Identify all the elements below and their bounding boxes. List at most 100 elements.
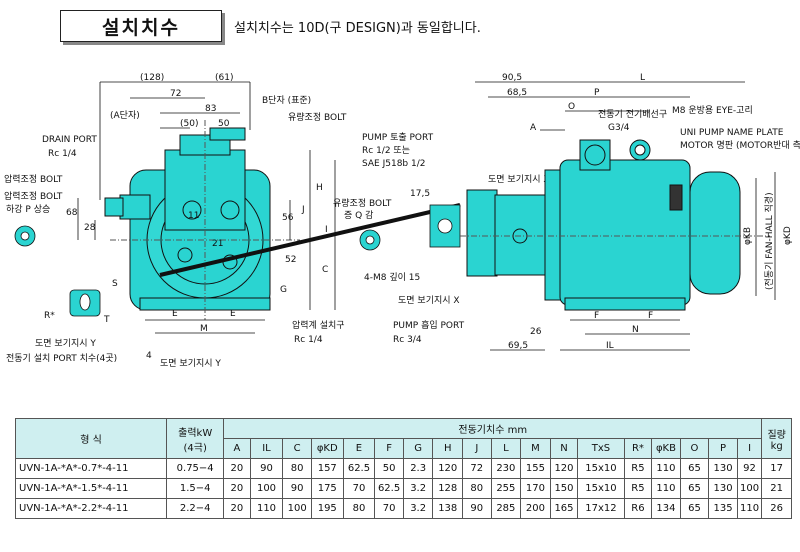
th-dims: 전동기치수 mm (223, 418, 763, 439)
dim-F1: F (594, 311, 599, 321)
th-col: φKB (651, 438, 681, 459)
th-col: G (402, 438, 434, 459)
front-view (104, 120, 300, 320)
dim-4: 4 (146, 351, 152, 361)
svg-text:DRAIN PORT: DRAIN PORT (42, 135, 97, 145)
svg-text:PUMP 흡입 PORT: PUMP 흡입 PORT (393, 319, 465, 331)
model-cell: UVN-1A-*A*-2.2*-4-11 (14, 498, 168, 519)
dim-68: 68 (66, 208, 78, 218)
dim-cell: 230 (490, 458, 522, 479)
dim-cell: 100 (282, 498, 312, 519)
dim-KD: φKD (783, 226, 793, 245)
dim-T: T (103, 315, 110, 325)
th-col: IL (249, 438, 284, 459)
dim-Rstar: R* (44, 311, 55, 321)
th-col: L (490, 438, 522, 459)
dim-cell: 100 (736, 478, 763, 499)
pressure-bolt-icon (14, 225, 36, 247)
dim-cell: 128 (432, 478, 464, 499)
dim-O: O (568, 102, 575, 112)
power-cell: 2.2−4 (166, 498, 225, 519)
dim-cell: 90 (282, 478, 312, 499)
svg-text:압력조정 BOLT: 압력조정 BOLT (4, 173, 63, 185)
dim-S: S (112, 279, 118, 289)
dim-cell: 110 (651, 458, 681, 479)
dim-cell: 20 (223, 458, 251, 479)
th-weight: 질량 kg (761, 418, 792, 459)
outlet-labels: PUMP 토출 PORT Rc 1/2 또는 SAE J518b 1/2 17,… (333, 132, 550, 345)
dim-cell: R6 (623, 498, 653, 519)
svg-text:M8 운방용 EYE-고리: M8 운방용 EYE-고리 (672, 105, 753, 116)
th-col: A (223, 438, 251, 459)
dim-cell: 165 (549, 498, 579, 519)
dim-I: I (325, 225, 328, 235)
svg-text:(A단자): (A단자) (110, 110, 140, 121)
th-col: I (736, 438, 763, 459)
dim-128: (128) (140, 73, 164, 83)
svg-text:압력조정 BOLT: 압력조정 BOLT (4, 190, 63, 202)
dim-cell: 3.2 (402, 498, 434, 519)
svg-text:G3/4: G3/4 (608, 123, 630, 133)
dim-cell: 285 (490, 498, 522, 519)
th-model: 형 식 (14, 418, 168, 459)
dim-cell: 65 (679, 498, 710, 519)
svg-text:Rc 1/2 또는: Rc 1/2 또는 (362, 145, 410, 156)
dim-cell: 15x10 (577, 478, 625, 499)
dim-83: 83 (205, 104, 216, 114)
page-title: 설치치수 (60, 10, 222, 42)
dim-cell: 135 (708, 498, 738, 519)
svg-text:MOTOR 명판 (MOTOR반대 측): MOTOR 명판 (MOTOR반대 측) (680, 140, 800, 151)
model-cell: UVN-1A-*A*-1.5*-4-11 (14, 478, 168, 499)
dim-28: 28 (84, 223, 96, 233)
dim-cell: 3.2 (402, 478, 434, 499)
dim-cell: 65 (679, 478, 710, 499)
svg-text:UNI PUMP NAME PLATE: UNI PUMP NAME PLATE (680, 128, 784, 138)
svg-text:압력계 설치구: 압력계 설치구 (292, 319, 345, 331)
th-col: φKD (310, 438, 344, 459)
port-detail (69, 289, 101, 317)
dim-cell: 90 (249, 458, 284, 479)
dim-72: 72 (170, 89, 181, 99)
dim-cell: 110 (249, 498, 284, 519)
dim-cell: 70 (374, 498, 404, 519)
title-note: 설치치수는 10D(구 DESIGN)과 동일합니다. (234, 21, 481, 36)
dim-50: 50 (218, 119, 230, 129)
svg-text:도면 보기지시 X: 도면 보기지시 X (488, 174, 550, 185)
th-col: F (374, 438, 404, 459)
dim-P: P (594, 88, 600, 98)
dim-L: L (640, 73, 645, 83)
dim-cell: 92 (736, 458, 763, 479)
dim-cell: 138 (432, 498, 464, 519)
dim-cell: 20 (223, 498, 251, 519)
svg-text:유량조정 BOLT: 유량조정 BOLT (288, 111, 347, 123)
dim-N: N (632, 325, 639, 335)
svg-text:Rc 3/4: Rc 3/4 (393, 335, 422, 345)
dim-A: A (530, 123, 537, 133)
dim-cell: 50 (374, 458, 404, 479)
svg-text:전동기 전기배선구: 전동기 전기배선구 (598, 109, 667, 120)
dim-cell: 80 (282, 458, 312, 479)
th-col: P (708, 438, 738, 459)
dim-11: 11 (188, 211, 199, 221)
power-cell: 0.75−4 (166, 458, 225, 479)
svg-text:(전동기 FAN-HALL 직경): (전동기 FAN-HALL 직경) (763, 192, 775, 290)
dim-G: G (280, 285, 287, 295)
dim-cell: 80 (462, 478, 492, 499)
svg-text:PUMP 토출 PORT: PUMP 토출 PORT (362, 132, 434, 143)
dim-17-5: 17,5 (410, 189, 430, 199)
dim-26: 26 (530, 327, 542, 337)
dim-cell: 65 (679, 458, 710, 479)
dim-cell: 110 (736, 498, 763, 519)
th-col: N (549, 438, 579, 459)
dim-90-5: 90,5 (502, 73, 522, 83)
svg-text:도면 보기지시 Y: 도면 보기지시 Y (35, 338, 96, 349)
dim-68-5: 68,5 (507, 88, 527, 98)
dim-KB: φKB (743, 227, 753, 245)
dim-cell: 170 (520, 478, 551, 499)
dim-cell: 15x10 (577, 458, 625, 479)
svg-text:B단자 (표준): B단자 (표준) (262, 95, 311, 106)
dim-cell: 120 (549, 458, 579, 479)
